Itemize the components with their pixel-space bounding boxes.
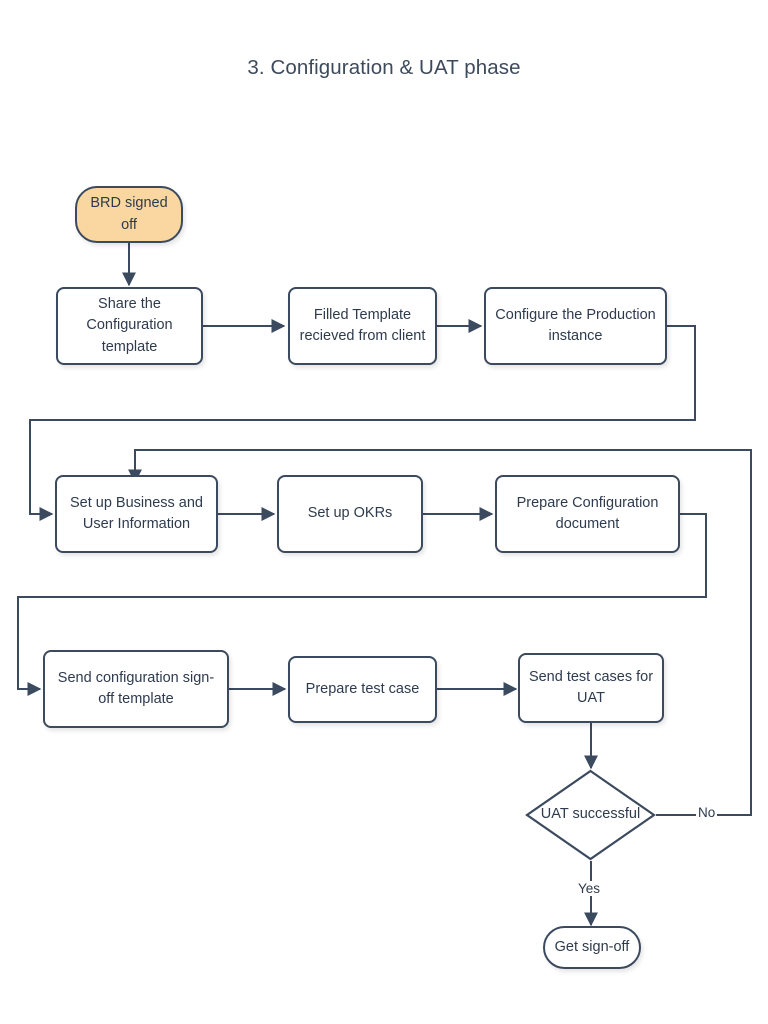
node-label: Send configuration sign-off template <box>57 669 215 707</box>
node-send-test-cases-for-uat[interactable]: Send test cases for UAT <box>518 653 664 723</box>
node-label: BRD signed off <box>90 195 168 233</box>
node-label: Prepare test case <box>305 680 420 697</box>
page-title: 3. Configuration & UAT phase <box>247 56 521 79</box>
node-label: Prepare Configuration document <box>516 494 659 532</box>
node-uat-successful-decision[interactable]: UAT successful <box>525 769 656 861</box>
node-send-configuration-signoff-template[interactable]: Send configuration sign-off template <box>43 650 229 728</box>
node-prepare-test-case[interactable]: Prepare test case <box>288 656 437 723</box>
node-label: Filled Template recieved from client <box>299 306 426 344</box>
edge-label-yes: Yes <box>576 881 603 896</box>
node-label: Send test cases for UAT <box>528 668 654 706</box>
node-label: Get sign-off <box>554 938 630 955</box>
node-label: UAT successful <box>540 806 641 823</box>
node-prepare-configuration-document[interactable]: Prepare Configuration document <box>495 475 680 553</box>
node-configure-production-instance[interactable]: Configure the Production instance <box>484 287 667 365</box>
node-setup-business-user-information[interactable]: Set up Business and User Information <box>55 475 218 553</box>
node-label: Share the Configuration template <box>86 296 173 355</box>
node-label: Set up OKRs <box>307 505 393 522</box>
node-brd-signed-off[interactable]: BRD signed off <box>75 186 183 243</box>
node-label: Configure the Production instance <box>495 306 656 344</box>
node-get-sign-off[interactable]: Get sign-off <box>543 926 641 969</box>
node-label: Set up Business and User Information <box>69 494 203 532</box>
node-filled-template-recieved[interactable]: Filled Template recieved from client <box>288 287 437 365</box>
node-setup-okrs[interactable]: Set up OKRs <box>277 475 423 553</box>
edge-label-no: No <box>696 805 718 820</box>
node-share-configuration-template[interactable]: Share the Configuration template <box>56 287 203 365</box>
diamond-shape <box>525 769 656 861</box>
